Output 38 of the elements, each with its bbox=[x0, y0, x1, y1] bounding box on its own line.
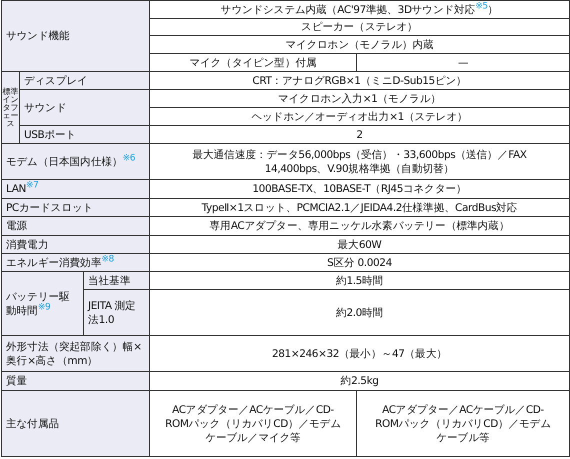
spec-value: 最大通信速度：データ56,000bps（受信）・33,600bps（送信）／FAX 14,400bps、V.90規格準拠（自動切替） bbox=[150, 144, 570, 180]
row-heading: 電源 bbox=[2, 216, 150, 236]
spec-value: S区分 0.0024 bbox=[150, 254, 570, 272]
row-heading: 外形寸法（突起部除く）幅×奥行×高さ（mm） bbox=[2, 336, 150, 372]
spec-value: 100BASE-TX、10BASE-T（RJ45コネクター） bbox=[150, 180, 570, 198]
row-heading: USBポート bbox=[20, 126, 150, 144]
row-heading: 消費電力 bbox=[2, 236, 150, 254]
spec-value: 約2.0時間 bbox=[150, 290, 570, 336]
row-heading: サウンド bbox=[20, 90, 150, 126]
spec-value: マイクロホン（モノラル）内蔵 bbox=[150, 36, 570, 54]
row-heading: 質量 bbox=[2, 372, 150, 390]
row-heading: LAN$^{※7}$ bbox=[2, 180, 150, 198]
row-heading: 標準インタフェース bbox=[2, 72, 20, 144]
spec-value: TypeⅡ×1スロット、PCMCIA2.1／JEIDA4.2仕様準拠、CardBus対応 bbox=[150, 198, 570, 216]
spec-value: マイクロホン入力×1（モノラル） bbox=[150, 90, 570, 108]
spec-value: ヘッドホン／オーディオ出力×1（ステレオ） bbox=[150, 108, 570, 126]
row-heading: 主な付属品 bbox=[2, 390, 150, 456]
spec-value: ACアダプター／ACケーブル／CD-ROMパック（リカバリCD）／モデムケーブル等 bbox=[356, 390, 570, 456]
spec-value: 約2.5kg bbox=[150, 372, 570, 390]
row-heading: ディスプレイ bbox=[20, 72, 150, 90]
spec-value: サウンドシステム内蔵（AC'97準拠、3Dサウンド対応$^{※5}$） bbox=[150, 0, 570, 18]
spec-value: 最大60W bbox=[150, 236, 570, 254]
spec-value: ACアダプター／ACケーブル／CD-ROMパック（リカバリCD）／モデムケーブル／マイク等 bbox=[150, 390, 356, 456]
row-heading: サウンド機能 bbox=[2, 0, 150, 72]
spec-value: スピーカー（ステレオ） bbox=[150, 18, 570, 36]
row-heading: バッテリー駆動時間$^{※9}$ bbox=[2, 272, 84, 336]
row-heading: モデム（日本国内仕様）$^{※6}$ bbox=[2, 144, 150, 180]
spec-value: 約1.5時間 bbox=[150, 272, 570, 290]
row-heading: エネルギー消費効率$^{※8}$ bbox=[2, 254, 150, 272]
spec-value: 281×246×32（最小）～47（最大） bbox=[150, 336, 570, 372]
row-heading: 当社基準 bbox=[84, 272, 150, 290]
row-heading: JEITA 測定法1.0 bbox=[84, 290, 150, 336]
spec-value: マイク（タイピン型）付属 bbox=[150, 54, 356, 72]
spec-value: CRT：アナログRGB×1（ミニD-Sub15ピン） bbox=[150, 72, 570, 90]
spec-value: — bbox=[356, 54, 570, 72]
spec-value: 専用ACアダプター、専用ニッケル水素バッテリー（標準内蔵） bbox=[150, 216, 570, 236]
row-heading: PCカードスロット bbox=[2, 198, 150, 216]
spec-value: 2 bbox=[150, 126, 570, 144]
